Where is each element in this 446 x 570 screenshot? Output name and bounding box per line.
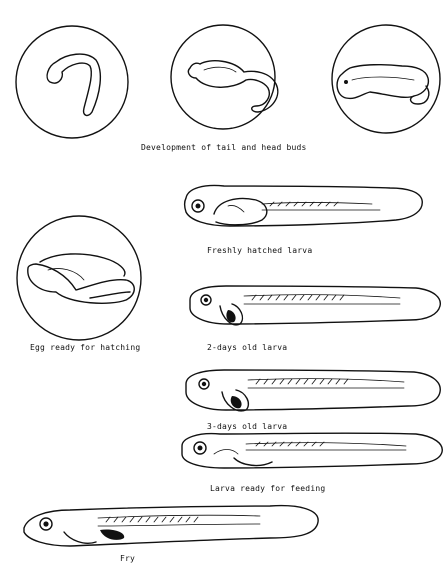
caption-two-days: 2-days old larva (207, 343, 287, 352)
two-days-larva-illustration (190, 286, 440, 325)
caption-ready-feeding: Larva ready for feeding (210, 484, 325, 493)
egg-stage-3-illustration (332, 25, 440, 133)
three-days-larva-illustration (186, 370, 440, 411)
egg-ready-illustration (17, 216, 141, 340)
caption-egg-hatching: Egg ready for hatching (30, 343, 140, 352)
feeding-larva-illustration (182, 433, 442, 468)
caption-fry: Fry (120, 554, 135, 563)
egg-stage-2-illustration (171, 25, 278, 129)
freshly-hatched-larva-illustration (185, 186, 423, 227)
caption-freshly-hatched: Freshly hatched larva (207, 246, 312, 255)
egg-stage-1-illustration (16, 26, 128, 138)
fry-illustration (24, 506, 318, 546)
caption-tail-head-buds: Development of tail and head buds (141, 143, 307, 152)
caption-three-days: 3-days old larva (207, 422, 287, 431)
